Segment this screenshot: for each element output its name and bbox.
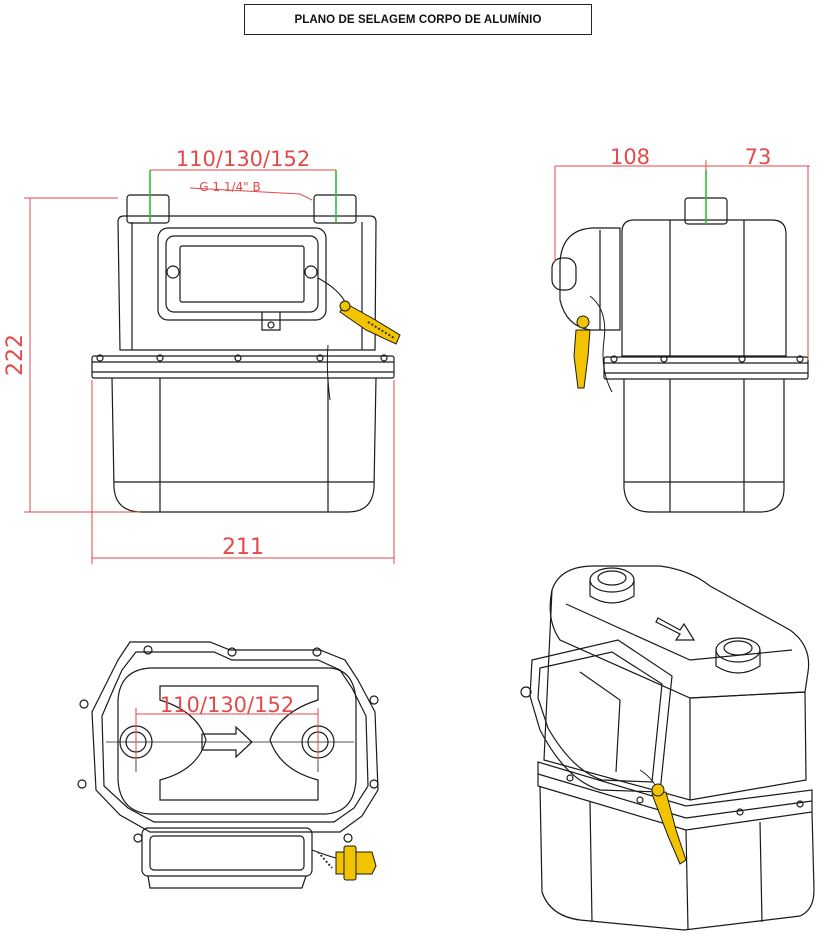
top-view: [77, 641, 379, 889]
isometric-seal: [651, 783, 687, 865]
front-axis-lines: [149, 170, 337, 222]
top-dimensions: [135, 708, 319, 760]
side-view: [551, 197, 809, 513]
drawing-title: PLANO DE SELAGEM CORPO DE ALUMÍNIO: [244, 4, 592, 35]
front-dim-height-label: 222: [3, 334, 28, 376]
side-seal: [573, 315, 591, 389]
front-seal: [339, 300, 401, 345]
front-view: [91, 194, 395, 513]
top-dim-label: 110/130/152: [160, 693, 294, 717]
side-dim-right-label: 73: [745, 145, 772, 169]
thread-spec-label: G 1 1/4" B: [199, 180, 260, 194]
top-seal: [317, 845, 377, 881]
side-dim-left-label: 108: [610, 145, 650, 169]
front-dim-width-label: 211: [222, 535, 264, 560]
front-dimensions: [24, 169, 395, 564]
side-dimensions: [554, 160, 810, 360]
isometric-view: [520, 565, 815, 931]
front-dim-top-label: 110/130/152: [176, 147, 310, 171]
top-view-centerlines: [106, 712, 354, 772]
